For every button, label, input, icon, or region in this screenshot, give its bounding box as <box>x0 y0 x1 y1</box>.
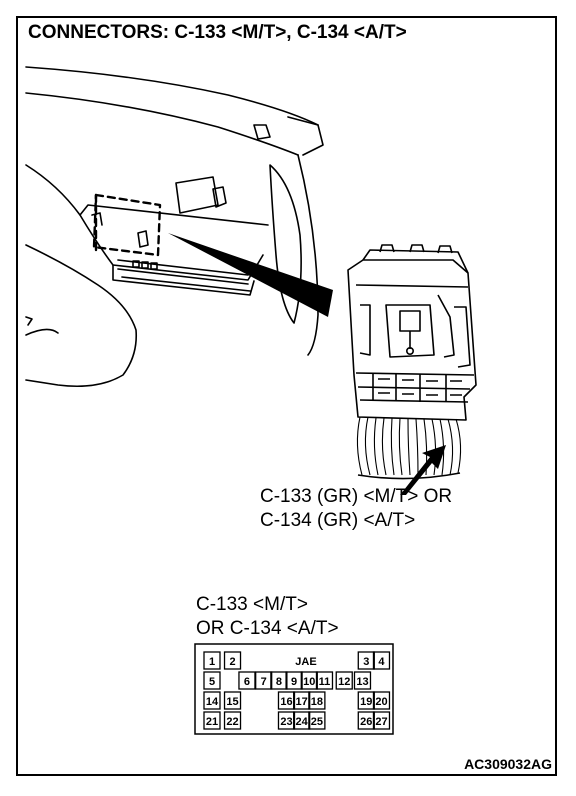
diagram-frame <box>16 16 557 776</box>
pin-number: 1 <box>209 656 215 668</box>
pin-number: 16 <box>280 696 292 708</box>
pin-cell <box>357 691 375 710</box>
pin-cell <box>293 691 311 710</box>
pin-cell <box>372 711 391 730</box>
pin-number: 18 <box>311 696 323 708</box>
pin-number: 9 <box>291 676 297 688</box>
pin-cell <box>203 691 221 710</box>
pin-cell <box>335 671 353 690</box>
connector-callout-line-2: C-134 (GR) <A/T> <box>260 510 416 531</box>
connector-maker-label: JAE <box>295 656 316 668</box>
pin-cell <box>277 691 296 710</box>
pin-number: 11 <box>319 676 331 688</box>
pinout-label-line-2: OR C-134 <A/T> <box>196 618 339 639</box>
pin-number: 2 <box>229 656 235 668</box>
pin-cell <box>223 651 242 670</box>
diagram-title: CONNECTORS: C-133 <M/T>, C-134 <A/T> <box>28 22 407 43</box>
connector-callout-line-1: C-133 (GR) <M/T> OR <box>260 486 453 507</box>
pin-cell <box>357 711 375 730</box>
pin-number: 27 <box>375 716 387 728</box>
pin-number: 14 <box>206 696 219 708</box>
pin-cell <box>293 711 311 730</box>
figure-code: AC309032AG <box>464 756 552 772</box>
pin-number: 17 <box>296 696 308 708</box>
pin-number: 19 <box>360 696 372 708</box>
pin-cell <box>223 691 242 710</box>
pin-cell <box>315 671 334 690</box>
pin-number: 26 <box>360 716 372 728</box>
pin-number: 7 <box>261 676 267 688</box>
pin-cell <box>203 711 221 730</box>
pin-cell <box>238 671 256 690</box>
pin-cell <box>270 671 288 690</box>
pin-number: 15 <box>226 696 238 708</box>
pin-number: 21 <box>206 716 218 728</box>
pin-cell <box>255 671 273 690</box>
pin-cell <box>223 711 242 730</box>
pin-number: 5 <box>209 676 215 688</box>
pin-cell <box>203 671 221 690</box>
pin-number: 23 <box>280 716 292 728</box>
pin-cell <box>357 651 375 670</box>
pin-number: 6 <box>244 676 250 688</box>
pin-cell <box>300 671 318 690</box>
pin-number: 10 <box>303 676 315 688</box>
pin-cell <box>203 651 221 670</box>
pin-number: 4 <box>378 656 385 668</box>
pin-number: 20 <box>375 696 387 708</box>
pin-number: 3 <box>363 656 369 668</box>
pin-number: 13 <box>356 676 368 688</box>
pin-number: 24 <box>296 716 309 728</box>
pin-number: 22 <box>226 716 238 728</box>
vehicle-illustration <box>25 66 477 495</box>
pin-cell <box>285 671 303 690</box>
pin-cell <box>353 671 372 690</box>
pin-cell <box>277 711 296 730</box>
pin-number: 8 <box>276 676 282 688</box>
pinout-label-line-1: C-133 <M/T> <box>196 594 308 615</box>
pin-cell <box>372 691 391 710</box>
pin-cell <box>308 711 326 730</box>
pin-cell <box>308 691 326 710</box>
pin-cell <box>372 651 391 670</box>
pin-number: 12 <box>338 676 350 688</box>
pin-number: 25 <box>311 716 323 728</box>
